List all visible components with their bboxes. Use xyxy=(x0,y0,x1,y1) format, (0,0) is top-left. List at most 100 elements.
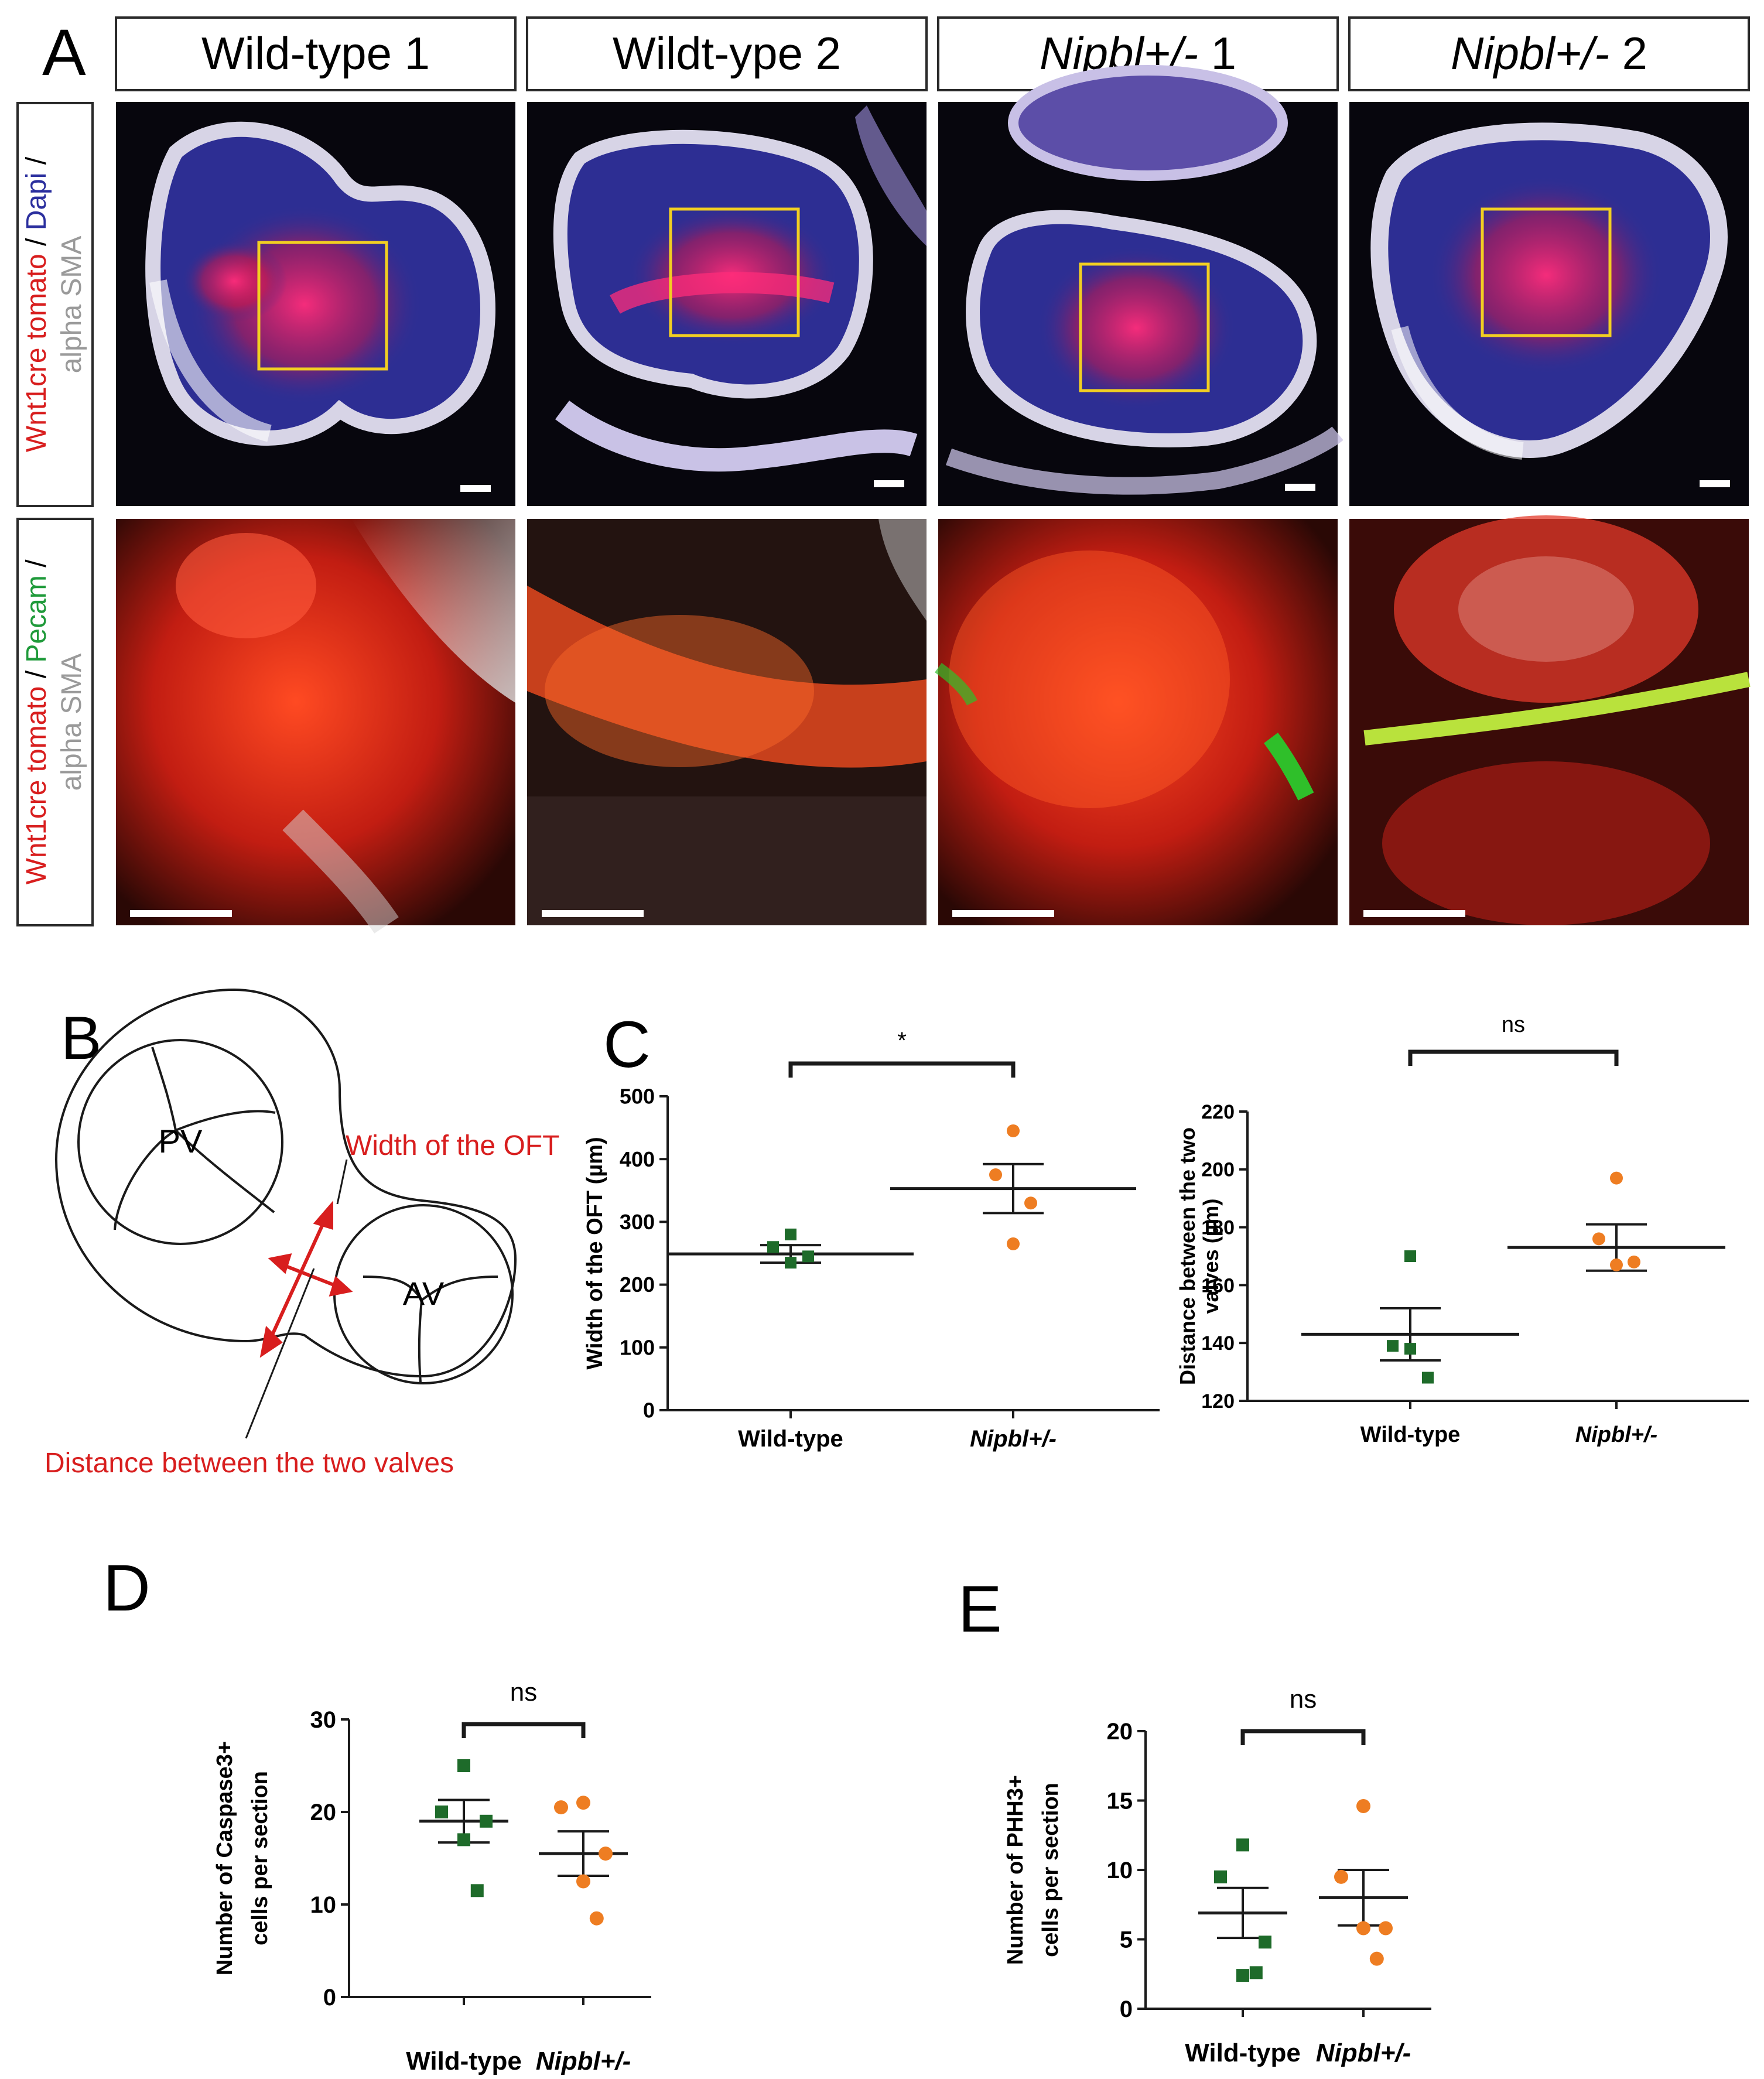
data-point-wild-type xyxy=(802,1250,814,1263)
data-point-nipbl xyxy=(1369,1951,1384,1966)
data-point-nipbl xyxy=(1610,1258,1623,1271)
pulmonary-valve xyxy=(77,1039,283,1245)
column-header-nipbl-2: Nipbl+/- 2 xyxy=(1348,16,1750,91)
significance-bracket xyxy=(461,1722,586,1738)
data-point-nipbl xyxy=(1356,1798,1370,1813)
y-axis-label-line2: valves (µm) xyxy=(1199,1199,1223,1314)
zoom-box xyxy=(1079,262,1210,392)
significance-label: ns xyxy=(1502,1013,1525,1037)
data-point-wild-type xyxy=(480,1814,493,1828)
significance-bracket xyxy=(1408,1049,1619,1066)
scale-bar xyxy=(952,910,1054,917)
column-header-nipbl-1: Nipbl+/- 1 xyxy=(937,16,1339,91)
y-tick-label: 15 xyxy=(1107,1789,1133,1814)
data-point-wild-type xyxy=(1259,1936,1271,1949)
data-point-nipbl xyxy=(599,1847,613,1861)
svg-text:alpha SMA: alpha SMA xyxy=(56,654,87,791)
scale-bar xyxy=(1285,484,1315,491)
data-point-nipbl xyxy=(589,1911,604,1926)
data-point-wild-type xyxy=(1236,1838,1249,1852)
data-point-nipbl xyxy=(1007,1237,1020,1250)
y-tick-label: 220 xyxy=(1201,1101,1235,1123)
data-point-nipbl xyxy=(1356,1921,1370,1936)
micrograph-wild-type-2-overview xyxy=(527,102,927,506)
micrograph-nipbl-2-overview xyxy=(1349,102,1749,506)
y-axis-label-line2: cells per section xyxy=(1038,1783,1063,1957)
data-point-wild-type xyxy=(457,1759,470,1772)
data-point-wild-type xyxy=(1236,1969,1249,1982)
scale-bar xyxy=(1363,910,1465,917)
column-header-label: Nipbl+/- 2 xyxy=(1451,28,1647,79)
y-tick-label: 30 xyxy=(310,1707,337,1733)
y-axis-label: Width of the OFT (µm) xyxy=(583,1137,607,1369)
data-point-wild-type xyxy=(470,1884,484,1897)
data-point-nipbl xyxy=(1007,1124,1020,1137)
scale-bar xyxy=(460,485,491,492)
panel-label-c: C xyxy=(603,1008,651,1081)
data-point-wild-type xyxy=(1422,1372,1434,1384)
y-axis-label-line2: cells per section xyxy=(248,1771,272,1945)
panel-label-d: D xyxy=(103,1551,151,1625)
y-axis-label: Distance between the two xyxy=(1175,1127,1199,1385)
y-tick-label: 20 xyxy=(310,1800,337,1825)
micrograph-wild-type-1-overview xyxy=(116,102,515,506)
significance-bracket xyxy=(1240,1729,1366,1745)
data-point-wild-type xyxy=(1404,1343,1416,1355)
data-point-nipbl xyxy=(1592,1232,1605,1246)
scale-bar xyxy=(874,480,904,487)
data-point-wild-type xyxy=(435,1806,448,1818)
data-point-nipbl xyxy=(1379,1921,1393,1936)
row1-stain-label: Wnt1cre tomato / Dapi / alpha SMA xyxy=(16,102,94,507)
micrograph-nipbl-1-zoom xyxy=(935,519,1338,925)
data-point-wild-type xyxy=(1387,1340,1399,1352)
data-point-wild-type xyxy=(1214,1870,1227,1883)
y-tick-label: 160 xyxy=(1201,1274,1235,1297)
x-category-label: Wild-type xyxy=(1360,1423,1461,1447)
y-tick-label: 500 xyxy=(620,1085,655,1109)
svg-text:Wnt1cre tomato / Dapi /: Wnt1cre tomato / Dapi / xyxy=(21,156,52,452)
significance-label: * xyxy=(897,1028,907,1054)
micrograph-nipbl-1-overview xyxy=(938,65,1343,506)
data-point-nipbl xyxy=(554,1800,568,1815)
zoom-box xyxy=(669,207,800,337)
y-tick-label: 120 xyxy=(1201,1390,1235,1413)
y-tick-label: 300 xyxy=(620,1210,655,1234)
data-point-wild-type xyxy=(785,1228,796,1240)
y-tick-label: 0 xyxy=(1120,1996,1133,2022)
svg-text:alpha SMA: alpha SMA xyxy=(56,236,87,374)
x-category-label: Nipbl+/- xyxy=(970,1426,1057,1452)
y-axis-label: Number of Caspase3+ xyxy=(213,1741,237,1975)
y-tick-label: 5 xyxy=(1120,1927,1133,1953)
x-category-label: Nipbl+/- xyxy=(536,2047,631,2075)
row2-stain-label: Wnt1cre tomato / Pecam / alpha SMA xyxy=(16,518,94,926)
data-point-nipbl xyxy=(1024,1196,1037,1210)
scale-bar xyxy=(1700,480,1730,487)
y-tick-label: 0 xyxy=(643,1398,655,1423)
micrograph-wild-type-2-zoom xyxy=(527,519,927,925)
y-axis-label: Number of PHH3+ xyxy=(1003,1775,1028,1965)
data-point-nipbl xyxy=(1610,1171,1623,1185)
micrograph-nipbl-2-zoom xyxy=(1349,515,1751,925)
column-header-wild-type-2: Wildt-ype 2 xyxy=(526,16,928,91)
scale-bar xyxy=(130,910,232,917)
scale-bar xyxy=(542,910,644,917)
data-point-wild-type xyxy=(785,1257,796,1269)
y-tick-label: 100 xyxy=(620,1335,655,1359)
data-point-nipbl xyxy=(1334,1869,1348,1884)
x-category-label: Nipbl+/- xyxy=(1316,2039,1411,2067)
width-of-oft-arrow xyxy=(259,1200,353,1358)
significance-label: ns xyxy=(1290,1685,1317,1714)
column-header-label: Wildt-ype 2 xyxy=(613,28,841,79)
label-leader-lines xyxy=(245,1159,348,1439)
panel-label-b: B xyxy=(61,1004,101,1072)
y-tick-label: 400 xyxy=(620,1147,655,1171)
data-point-wild-type xyxy=(767,1241,779,1253)
y-tick-label: 10 xyxy=(1107,1858,1133,1883)
x-category-label: Wild-type xyxy=(1185,2039,1301,2067)
data-point-nipbl xyxy=(989,1168,1002,1181)
av-label: AV xyxy=(403,1275,445,1312)
data-point-wild-type xyxy=(457,1833,470,1847)
panel-label-e: E xyxy=(958,1572,1002,1646)
